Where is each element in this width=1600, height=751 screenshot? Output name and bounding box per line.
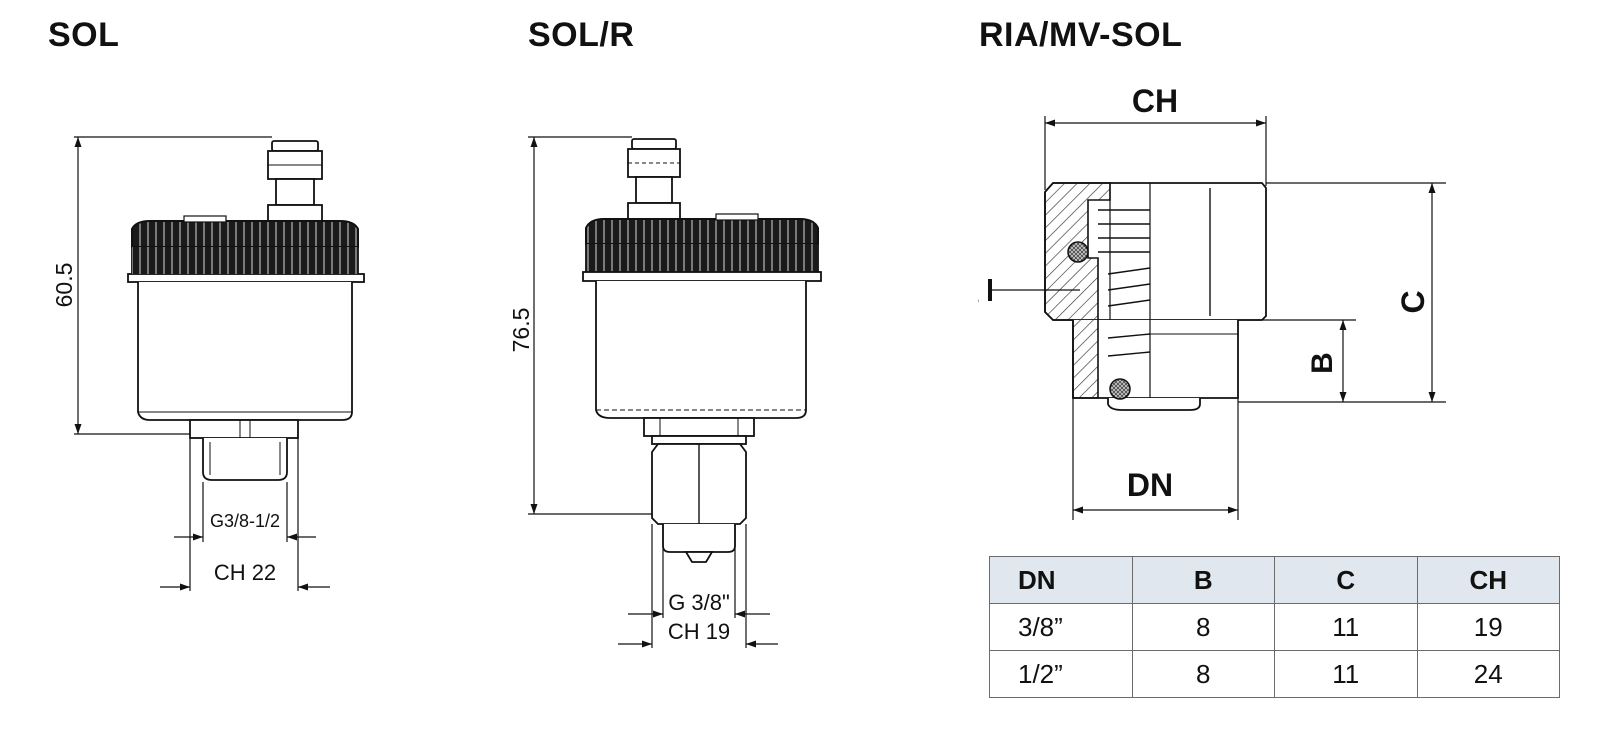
ria-dn-dim: DN xyxy=(1127,467,1173,503)
title-sol-r: SOL/R xyxy=(528,16,635,54)
sol-r-thread-dim: G 3/8" xyxy=(668,590,730,615)
table-header-row: DN B C CH xyxy=(989,556,1560,604)
sol-dimensions xyxy=(74,136,330,591)
table-header-cell: B xyxy=(1131,556,1275,604)
table-header-cell: CH xyxy=(1416,556,1560,604)
sol-r-wrench-dim: CH 19 xyxy=(668,619,730,644)
table-cell: 8 xyxy=(1131,603,1275,651)
ria-b-dim: B xyxy=(1306,352,1339,374)
title-ria-mv-sol: RIA/MV-SOL xyxy=(979,16,1183,54)
ria-ch-dim: CH xyxy=(1132,83,1178,119)
table-cell: 1/2” xyxy=(989,650,1133,698)
title-sol: SOL xyxy=(48,16,120,54)
ria-i-label: I xyxy=(978,298,979,303)
dimension-table: DN B C CH 3/8” 8 11 19 1/2” 8 11 24 xyxy=(989,556,1560,698)
table-header-cell: C xyxy=(1274,556,1418,604)
ria-fitting-drawing xyxy=(1044,182,1267,411)
sol-valve-drawing xyxy=(127,140,365,481)
table-cell: 11 xyxy=(1274,650,1418,698)
sol-wrench-dim: CH 22 xyxy=(214,560,276,585)
table-cell: 8 xyxy=(1131,650,1275,698)
sol-thread-dim: G3/8-1/2 xyxy=(210,511,280,531)
ria-c-dim: C xyxy=(1395,290,1431,313)
table-cell: 24 xyxy=(1416,650,1560,698)
table-row: 3/8” 8 11 19 xyxy=(989,603,1560,651)
table-cell: 11 xyxy=(1274,603,1418,651)
table-cell: 19 xyxy=(1416,603,1560,651)
sol-r-dimensions xyxy=(528,136,778,648)
sol-r-height-dim: 76.5 xyxy=(508,308,534,353)
table-row: 1/2” 8 11 24 xyxy=(989,650,1560,698)
ria-dimensions xyxy=(990,116,1446,520)
table-cell: 3/8” xyxy=(989,603,1133,651)
sol-height-dim: 60.5 xyxy=(51,263,77,308)
table-header-cell: DN xyxy=(989,556,1133,604)
sol-r-valve-drawing xyxy=(582,138,822,563)
